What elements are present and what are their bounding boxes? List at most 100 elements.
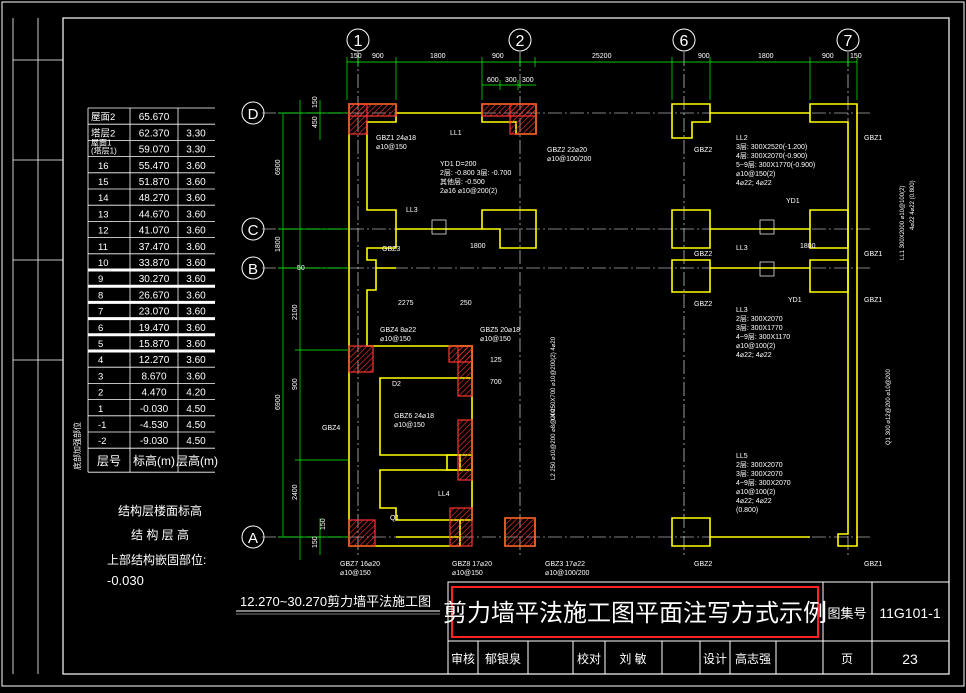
dim-left-5: 150 <box>312 96 319 108</box>
dim-left-3: 6900 <box>275 394 282 410</box>
left-dimension-chain <box>278 100 348 560</box>
floor-cell-20: -2 <box>98 436 106 447</box>
review-label: 审核 <box>451 651 475 666</box>
height-cell-7: 3.60 <box>186 226 206 237</box>
check-label: 校对 <box>577 651 601 666</box>
axis-label-C: C <box>248 222 259 239</box>
openings <box>431 219 775 277</box>
label-ll5-c: 3层: 300X2070 <box>736 470 783 478</box>
label-ll5-g: (0.800) <box>736 507 758 514</box>
label-gbz2-right-b: GBZ2 <box>694 301 712 308</box>
header-elev: 标高(m) <box>133 453 175 468</box>
page-number: 23 <box>902 651 918 667</box>
dim-left-4: 2400 <box>292 484 299 500</box>
floor-table-caption-1: 结构层楼面标高 <box>118 503 202 518</box>
height-cell-11: 3.60 <box>186 290 206 301</box>
top-dimension-texts: 150 900 1800 900 25200 900 1800 900 150 … <box>350 53 862 84</box>
dim-top-3: 900 <box>492 53 504 60</box>
label-l2-vertical: L2 250 ⌀10@200 ⌀8@200 <box>551 408 557 480</box>
elev-cell-15: 12.270 <box>139 355 170 366</box>
label-ll2-d: 5~9层: 300X1770(-0.900) <box>736 161 815 169</box>
label-ll2-a: LL2 <box>736 135 748 142</box>
dim-top-6: 1800 <box>758 53 774 60</box>
label-dim-2275: 2275 <box>398 300 414 307</box>
label-gbz1-right-a: GBZ1 <box>864 561 882 568</box>
height-cell-18: 4.50 <box>186 404 206 415</box>
elev-cell-12: 23.070 <box>139 307 170 318</box>
label-l4-vertical: L4 250X700 ⌀10@200(2) 4⌀20 <box>551 336 557 420</box>
label-gbz1: GBZ1 24⌀18 <box>376 135 416 142</box>
label-q1: Q1 <box>390 515 399 522</box>
axis-bubble-1: 1 <box>346 28 370 52</box>
dim-left-10: 50 <box>297 265 305 272</box>
dim-top-4: 25200 <box>592 53 612 60</box>
label-gbz7-stirrup: ⌀10@150 <box>340 570 371 577</box>
elev-cell-3: 55.470 <box>139 161 170 172</box>
floor-cell-5: 14 <box>98 193 109 204</box>
axis-bubble-7: 7 <box>836 28 860 52</box>
label-yd1: YD1 D=200 <box>440 161 476 168</box>
label-q1-vertical: Q1 300 ⌀12@200 ⌀10@200 <box>886 369 892 445</box>
dim-top-7: 900 <box>822 53 834 60</box>
label-gbz5-stirrup: ⌀10@150 <box>480 336 511 343</box>
height-cell-3: 3.60 <box>186 161 206 172</box>
label-ll4: LL4 <box>438 491 450 498</box>
label-gbz2-right-c: GBZ2 <box>694 251 712 258</box>
label-ll1: LL1 <box>450 130 462 137</box>
floor-cell-2-b: (塔层1) <box>91 146 117 156</box>
label-gbz1-right-d: GBZ1 <box>864 135 882 142</box>
annotations: GBZ1 24⌀18 ⌀10@150 GBZ2 22⌀20 ⌀10@100/20… <box>322 130 916 577</box>
height-cell-14: 3.60 <box>186 339 206 350</box>
col-gbz7 <box>348 519 376 547</box>
top-dimension-chain <box>346 57 858 100</box>
axis-label-B: B <box>248 261 258 278</box>
label-dim-125: 125 <box>490 357 502 364</box>
axis-bubble-2: 2 <box>508 28 532 52</box>
wall-right-outer <box>671 103 711 139</box>
height-cell-5: 3.60 <box>186 193 206 204</box>
axis-bubble-C: C <box>241 217 265 241</box>
floor-table-caption-4: -0.030 <box>107 573 144 588</box>
title-highlight-box <box>451 586 819 638</box>
designer-name: 高志强 <box>735 651 771 666</box>
dim-top-0: 150 <box>350 53 362 60</box>
label-gbz7: GBZ7 16⌀20 <box>340 561 380 568</box>
label-gbz2-stirrup: ⌀10@100/200 <box>547 156 592 163</box>
floor-cell-19: -1 <box>98 420 106 431</box>
label-yd1-c: 2⌀16 ⌀10@200(2) <box>440 188 497 195</box>
height-cell-9: 3.60 <box>186 258 206 269</box>
header-floor: 层号 <box>97 454 121 468</box>
wall-right-b2 <box>809 259 849 293</box>
axis-label-2: 2 <box>516 33 525 50</box>
label-dim-250: 250 <box>460 300 472 307</box>
height-cell-1: 3.30 <box>186 128 206 139</box>
col-gbz8 <box>449 507 473 547</box>
elev-cell-0: 65.670 <box>139 112 170 123</box>
opening-yd1-left <box>431 219 447 235</box>
dim-sub-2: 300 <box>522 77 534 84</box>
label-gbz6-stirrup: ⌀10@150 <box>394 422 425 429</box>
elev-cell-8: 37.470 <box>139 242 170 253</box>
drawing-caption: 12.270~30.270剪力墙平法施工图 <box>240 594 431 609</box>
floor-cell-9: 10 <box>98 258 109 269</box>
label-dim-700: 700 <box>490 379 502 386</box>
label-ll5-a: LL5 <box>736 453 748 460</box>
label-gbz5: GBZ5 20⌀18 <box>480 327 520 334</box>
label-yd1-b: 其他层: -0.500 <box>440 177 485 186</box>
binding-strip <box>12 18 63 674</box>
height-cell-6: 3.60 <box>186 209 206 220</box>
floor-cell-11: 8 <box>98 290 103 301</box>
label-ll3-d: 4~9层: 300X1170 <box>736 333 790 341</box>
label-gbz1-right-c: GBZ1 <box>864 251 882 258</box>
label-gbz4-stirrup: ⌀10@150 <box>380 336 411 343</box>
floor-cell-6: 13 <box>98 209 109 220</box>
height-cell-8: 3.60 <box>186 242 206 253</box>
design-label: 设计 <box>703 652 727 666</box>
axis-label-A: A <box>248 530 258 547</box>
label-gbz2-right-a: GBZ2 <box>694 561 712 568</box>
label-yd1-right: YD1 <box>786 198 800 205</box>
elev-cell-19: -4.530 <box>140 420 169 431</box>
label-ll5-d: 4~9层: 300X2070 <box>736 479 791 487</box>
